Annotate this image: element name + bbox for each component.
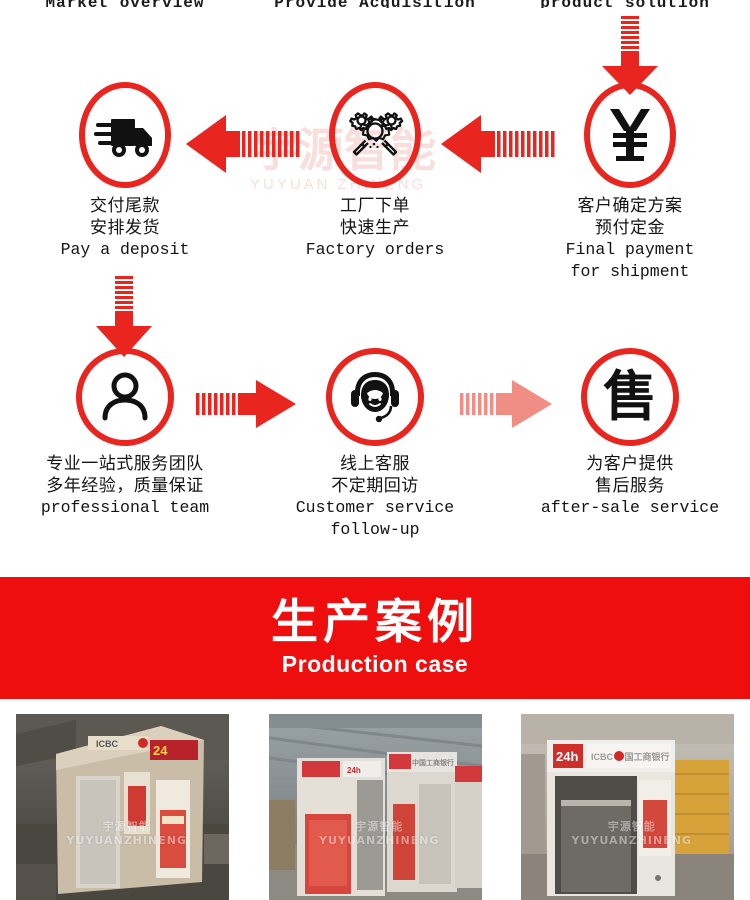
svg-text:24: 24 [153, 743, 168, 758]
payment-cn-line-1: 客户确定方案 [577, 196, 683, 216]
aftersale-en-line-1: after-sale service [540, 498, 720, 518]
team-cn-line-2: 多年经验，质量保证 [46, 476, 204, 497]
top-title-market: Market overview [0, 0, 250, 8]
aftersale-cn-line-1: 为客户提供 [586, 454, 674, 474]
delivery-en-line-1: Pay a deposit [60, 240, 190, 260]
gallery-photo-1[interactable]: ICBC 24 宇源智能 YUYUANZHINENG [16, 714, 229, 900]
banner-title-en: Production case [281, 651, 469, 678]
payment-caption: 客户确定方案 预付定金 Final payment for shipment [505, 195, 750, 282]
atm-booth-photo-3: 24h ICBC 中国工商银行 [521, 714, 734, 900]
flow-node-factory: 工厂下单 快速生产 Factory orders [250, 82, 500, 261]
team-cn-line-1: 专业一站式服务团队 [46, 454, 204, 474]
aftersale-circle: 售 [581, 348, 679, 446]
support-circle [326, 348, 424, 446]
payment-en-line-2: for shipment [570, 261, 690, 281]
factory-caption: 工厂下单 快速生产 Factory orders [250, 195, 500, 261]
top-title-row: Market overview Provide Acquisition prod… [0, 0, 750, 8]
factory-circle [329, 82, 421, 188]
flow-node-delivery: 交付尾款 安排发货 Pay a deposit [0, 82, 250, 261]
payment-cn-line-2: 预付定金 [595, 218, 665, 239]
support-en-line-2: follow-up [330, 519, 420, 539]
process-flow-diagram: 宇源智能 YUYUAN ZHINENG [0, 16, 750, 540]
delivery-caption: 交付尾款 安排发货 Pay a deposit [0, 195, 250, 261]
factory-en-line-1: Factory orders [305, 240, 445, 260]
arrow-down-to-payment [600, 16, 660, 96]
team-caption: 专业一站式服务团队 多年经验，质量保证 professional team [0, 453, 250, 519]
production-photo-gallery: ICBC 24 宇源智能 YUYUANZHINENG [0, 714, 750, 900]
arrow-left-factory-to-delivery [186, 113, 304, 175]
production-case-banner: 生产案例 Production case [0, 577, 750, 699]
flow-node-aftersale: 售 为客户提供 售后服务 after-sale service [505, 348, 750, 519]
top-title-provide: Provide Acquisition [250, 0, 500, 8]
delivery-cn-line-1: 交付尾款 [90, 196, 160, 216]
delivery-cn-line-2: 安排发货 [90, 218, 160, 239]
delivery-truck-icon [94, 119, 152, 157]
svg-text:ICBC 中国工商银行: ICBC 中国工商银行 [591, 751, 670, 762]
arrow-left-payment-to-factory [441, 113, 559, 175]
arrow-down-to-team [93, 276, 155, 358]
payment-circle [584, 82, 676, 188]
support-cn-line-2: 不定期回访 [331, 476, 419, 497]
svg-text:ICBC 中国工商银行: ICBC 中国工商银行 [393, 758, 454, 767]
banner-title-cn: 生产案例 [271, 594, 479, 650]
flow-node-team: 专业一站式服务团队 多年经验，质量保证 professional team [0, 348, 250, 519]
svg-text:24h: 24h [556, 749, 578, 764]
flow-node-payment: 客户确定方案 预付定金 Final payment for shipment [505, 82, 750, 282]
arrow-right-team-to-support [196, 378, 296, 430]
delivery-circle [79, 82, 171, 188]
aftersale-caption: 为客户提供 售后服务 after-sale service [505, 453, 750, 519]
headset-agent-icon [351, 372, 399, 423]
gallery-photo-3[interactable]: 24h ICBC 中国工商银行 宇源智能 YUYUANZHINENG [521, 714, 734, 900]
factory-cn-line-1: 工厂下单 [340, 196, 410, 216]
top-title-product: product solution [500, 0, 750, 8]
gallery-photo-2[interactable]: 24h ICBC 中国工商银行 宇源智能 YUYUANZHINENG [268, 714, 482, 900]
sale-character-icon: 售 [603, 365, 657, 428]
aftersale-cn-line-2: 售后服务 [595, 476, 665, 497]
gears-wrench-icon [349, 112, 404, 156]
atm-booth-photo-2: 24h ICBC 中国工商银行 [268, 714, 482, 900]
support-caption: 线上客服 不定期回访 Customer service follow-up [250, 453, 500, 540]
flow-node-support: 线上客服 不定期回访 Customer service follow-up [250, 348, 500, 540]
arrow-right-support-to-aftersale [460, 378, 552, 430]
payment-en-line-1: Final payment [565, 240, 695, 260]
factory-cn-line-2: 快速生产 [340, 218, 410, 239]
support-cn-line-1: 线上客服 [340, 454, 410, 474]
support-en-line-1: Customer service [295, 498, 455, 518]
yen-currency-icon [610, 109, 650, 161]
team-en-line-1: professional team [40, 498, 210, 518]
atm-booth-photo-1: ICBC 24 [16, 714, 229, 900]
svg-text:24h: 24h [347, 766, 361, 775]
team-circle [76, 348, 174, 446]
svg-text:ICBC: ICBC [96, 739, 118, 749]
person-user-icon [102, 372, 148, 421]
